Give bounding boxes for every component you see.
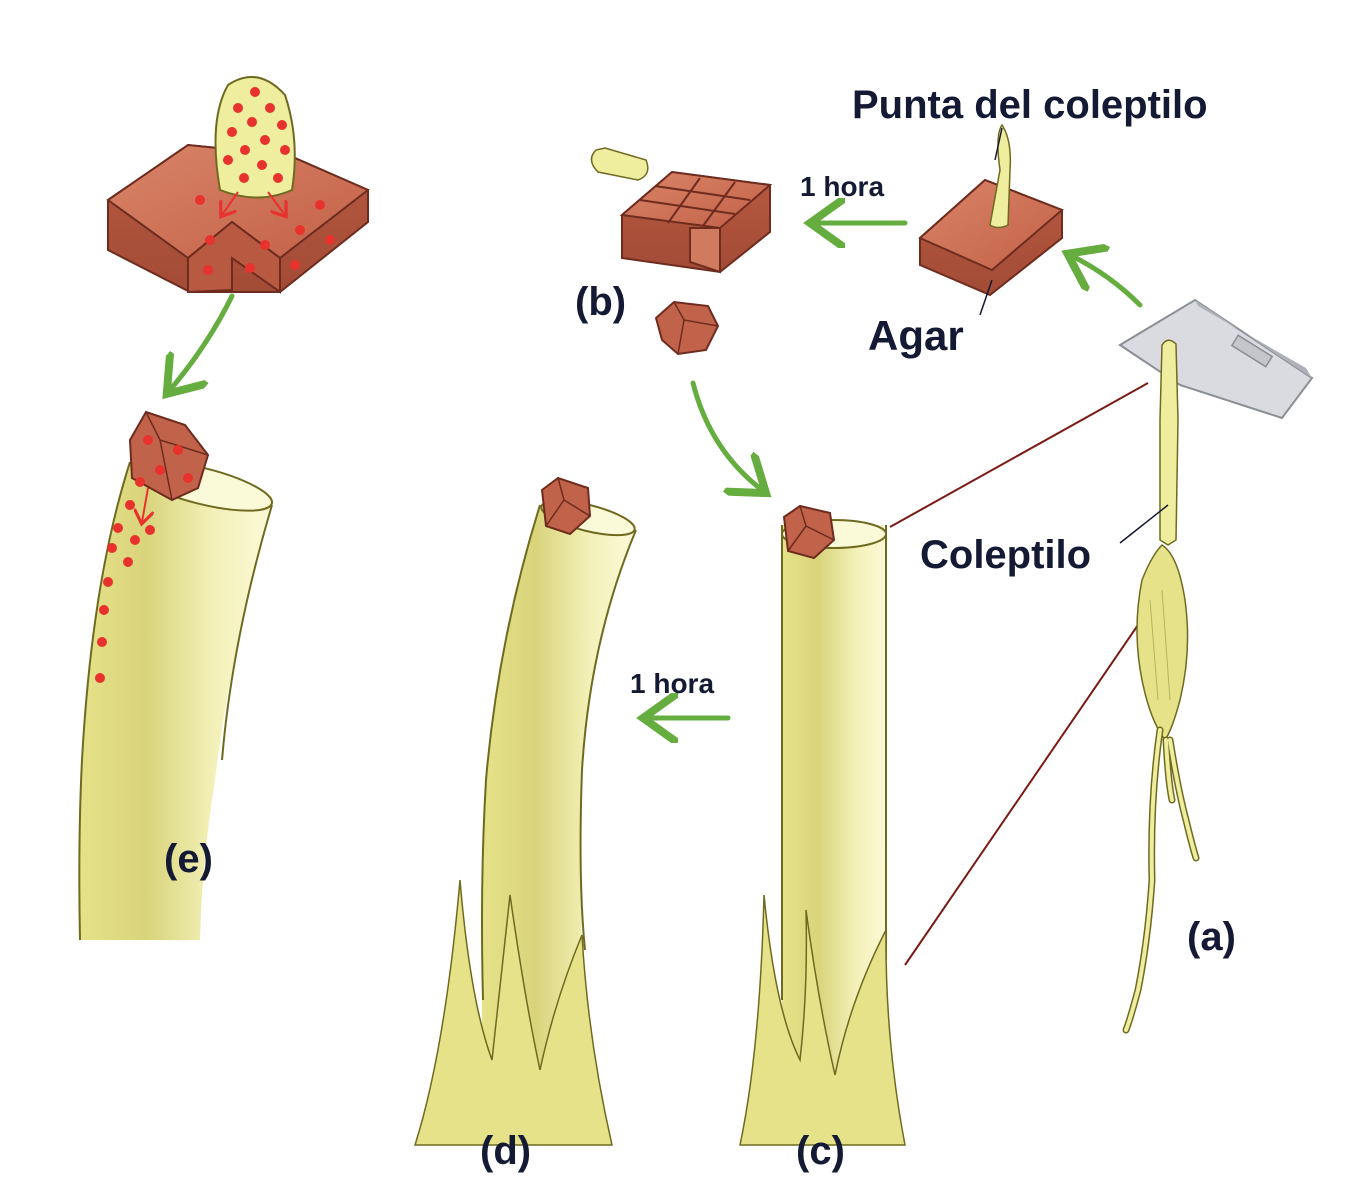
label-time-top: 1 hora — [800, 171, 884, 202]
small-agar-cube — [654, 300, 720, 356]
agar-leader-line — [979, 279, 993, 316]
pointer-lines — [889, 382, 1149, 966]
arrow-razor-to-agar — [1072, 256, 1143, 308]
tip-leader-line — [994, 127, 1003, 161]
agar-tip-auxin-top — [106, 76, 370, 294]
label-tip: Punta del coleptilo — [852, 83, 1208, 127]
arrow-top-to-e — [170, 293, 235, 390]
label-b: (b) — [575, 280, 626, 324]
agar-with-tip — [918, 123, 1064, 316]
stem-e — [78, 410, 273, 941]
auxin-dots-block — [195, 195, 335, 275]
seedling-a — [1118, 298, 1314, 1034]
arrows — [170, 223, 1143, 718]
agar-blocks-b — [590, 147, 773, 356]
auxin-dots-tip — [223, 87, 290, 183]
pointer-line-upper — [889, 382, 1149, 528]
removed-tip — [590, 147, 649, 181]
label-time-bottom: 1 hora — [630, 668, 714, 699]
arrow-blocks-to-c — [690, 380, 762, 490]
pointer-line-lower — [904, 621, 1141, 966]
seedling-base — [1136, 544, 1189, 742]
label-coleoptile: Coleptilo — [920, 533, 1091, 577]
label-a: (a) — [1187, 915, 1236, 959]
label-e: (e) — [164, 837, 213, 881]
auxin-dots-e — [95, 435, 193, 683]
label-agar: Agar — [868, 312, 964, 359]
label-c: (c) — [796, 1129, 845, 1173]
stem-d — [413, 476, 637, 1146]
stem-c — [739, 504, 906, 1146]
seedling-coleoptile — [1159, 339, 1179, 546]
seedling-roots — [1122, 726, 1200, 1034]
coleoptile-leader-line — [1119, 504, 1169, 544]
razor-blade-icon — [1118, 298, 1314, 420]
label-d: (d) — [480, 1129, 531, 1173]
